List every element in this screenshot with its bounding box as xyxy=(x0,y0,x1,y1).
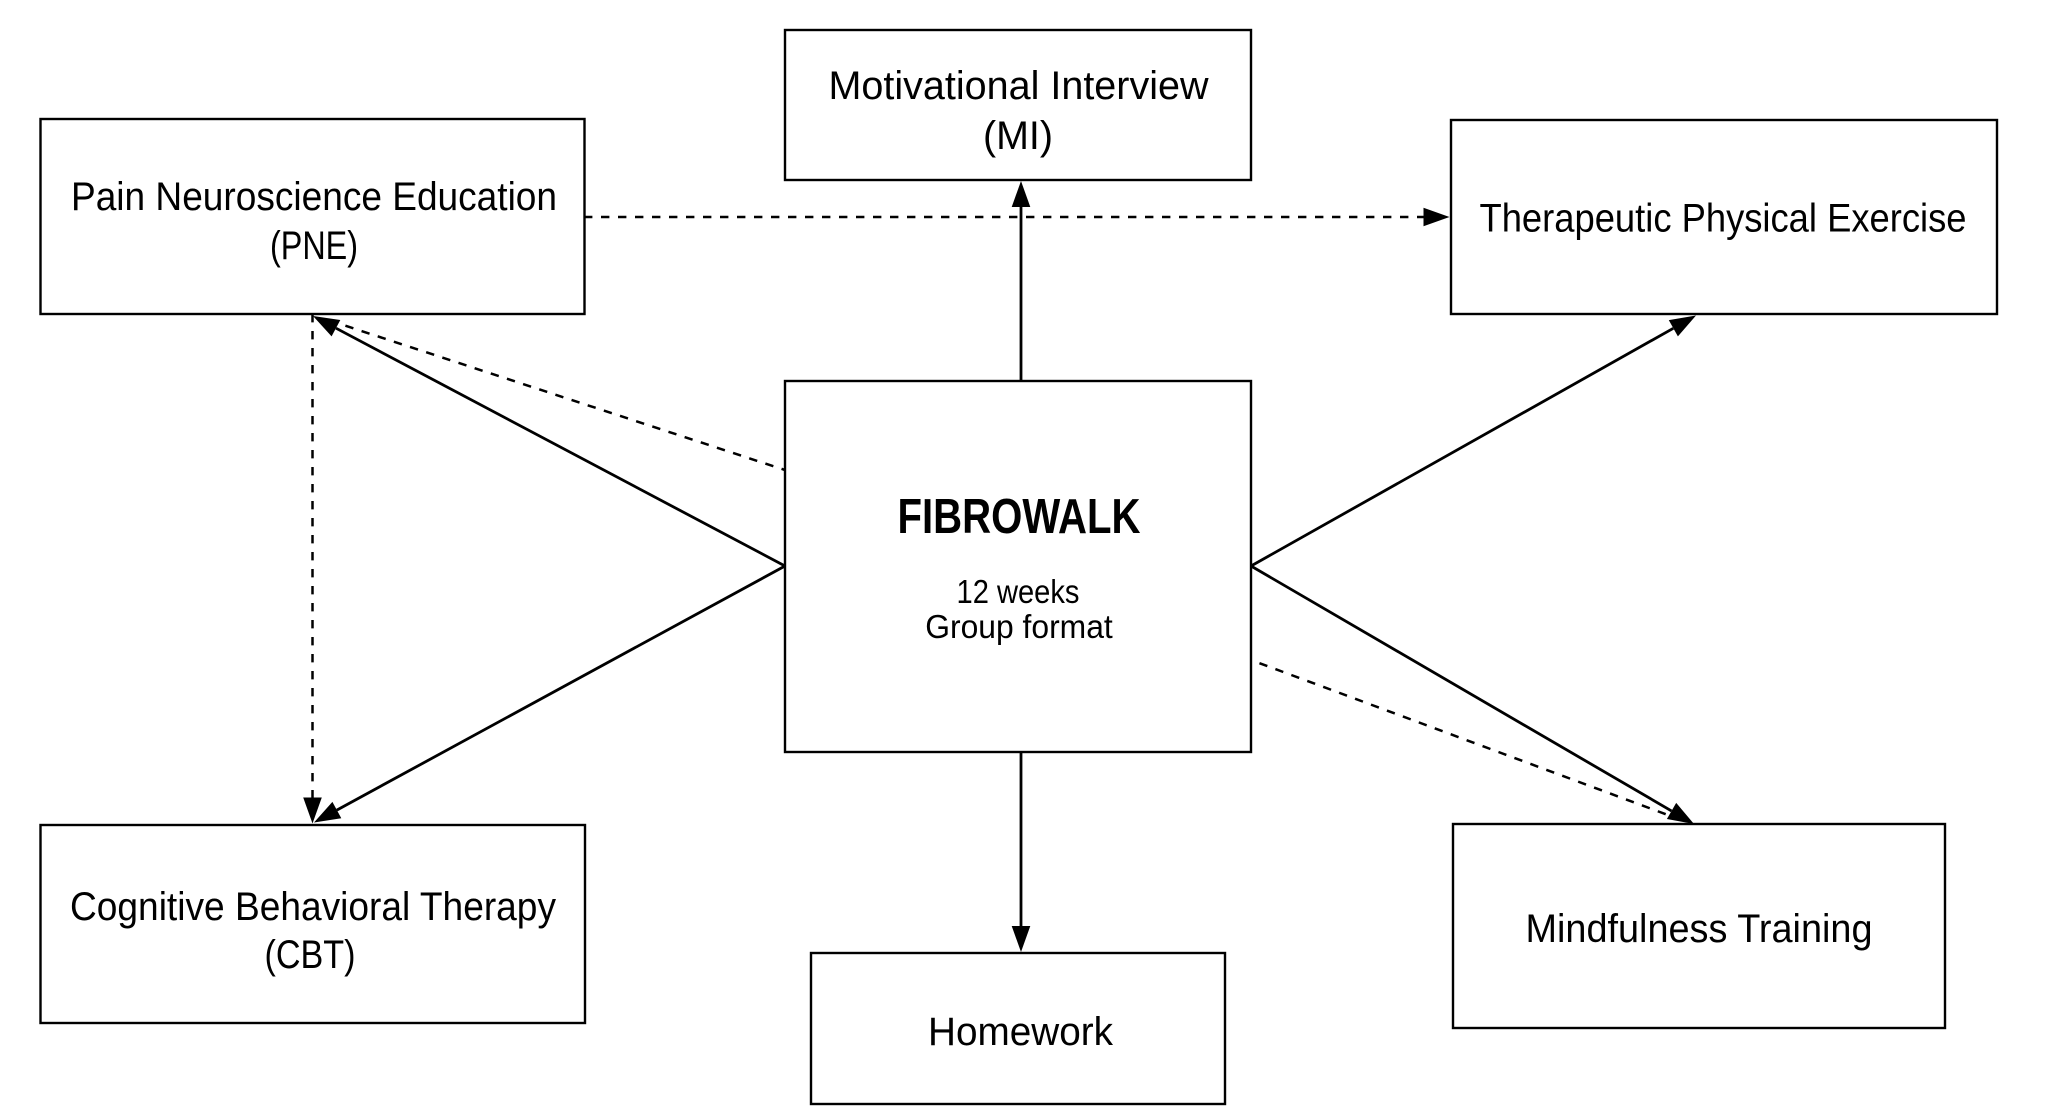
svg-text:Pain Neuroscience Education: Pain Neuroscience Education xyxy=(71,175,557,219)
svg-text:(PNE): (PNE) xyxy=(270,224,358,268)
svg-text:Cognitive Behavioral Therapy: Cognitive Behavioral Therapy xyxy=(70,885,556,929)
svg-text:Motivational Interview: Motivational Interview xyxy=(829,64,1209,108)
svg-text:Homework: Homework xyxy=(928,1010,1114,1054)
svg-text:(MI): (MI) xyxy=(983,114,1053,158)
svg-text:Therapeutic Physical Exercise: Therapeutic Physical Exercise xyxy=(1480,197,1967,241)
svg-text:(CBT): (CBT) xyxy=(265,933,356,977)
svg-text:FIBROWALK: FIBROWALK xyxy=(898,490,1141,544)
svg-text:12 weeks: 12 weeks xyxy=(957,573,1080,610)
svg-text:Group format: Group format xyxy=(925,608,1113,645)
svg-text:Mindfulness Training: Mindfulness Training xyxy=(1526,907,1873,951)
